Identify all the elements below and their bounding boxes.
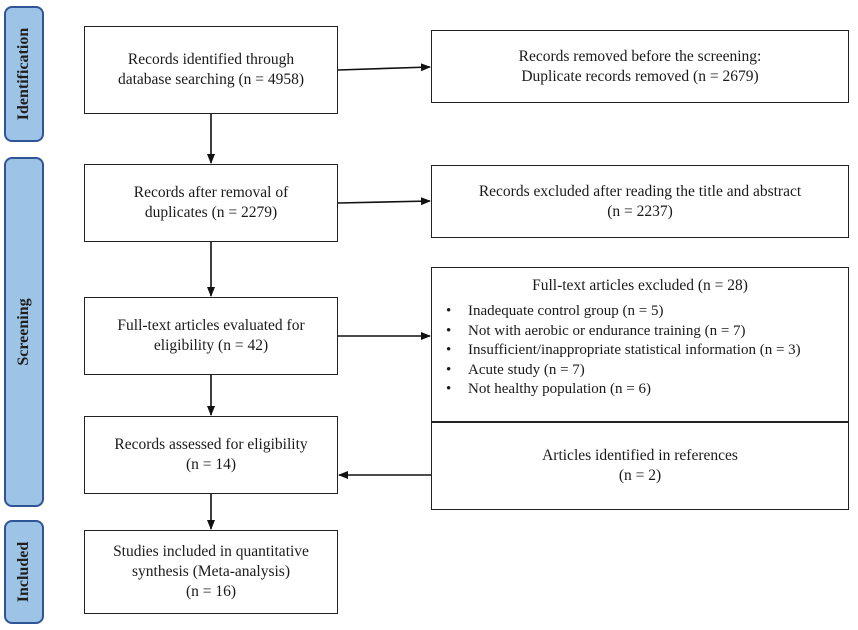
box-records-removed-line1: Records removed before the screening:	[518, 47, 762, 65]
box-articles-references-line2: (n = 2)	[618, 467, 662, 484]
exclusion-reason: Not healthy population (n = 6)	[446, 380, 848, 400]
box-records-removed: Records removed before the screening: Du…	[431, 30, 849, 103]
box-records-removed-line2: Duplicate records removed (n = 2679)	[521, 67, 759, 85]
exclusion-reason: Acute study (n = 7)	[446, 361, 848, 381]
box-records-assessed-line2: (n = 14)	[185, 456, 237, 473]
phase-included: Included	[4, 520, 44, 624]
box-full-text-evaluated-line1: Full-text articles evaluated for	[117, 317, 305, 334]
box-records-after-duplicates-line1: Records after removal of	[133, 184, 289, 201]
box-records-assessed-line1: Records assessed for eligibility	[114, 436, 308, 453]
box-studies-included-line1: Studies included in quantitative	[113, 543, 309, 560]
box-studies-included-line2: synthesis (Meta-analysis)	[132, 563, 290, 580]
phase-screening: Screening	[4, 157, 44, 507]
exclusion-reason: Insufficient/inappropriate statistical i…	[446, 341, 848, 361]
box-records-excluded-title-line1: Records excluded after reading the title…	[478, 182, 802, 200]
box-records-excluded-title-line2: (n = 2237)	[607, 202, 673, 220]
box-studies-included: Studies included in quantitative synthes…	[84, 530, 338, 614]
box-records-assessed: Records assessed for eligibility (n = 14…	[84, 416, 338, 494]
box-full-text-excluded: Full-text articles excluded (n = 28) Ina…	[431, 267, 849, 422]
box-studies-included-line3: (n = 16)	[185, 583, 237, 600]
box-full-text-evaluated: Full-text articles evaluated for eligibi…	[84, 297, 338, 375]
phase-identification: Identification	[4, 6, 44, 142]
box-articles-references: Articles identified in references (n = 2…	[431, 422, 849, 510]
exclusion-reasons-list: Inadequate control group (n = 5) Not wit…	[432, 302, 848, 400]
exclusion-reason: Inadequate control group (n = 5)	[446, 302, 848, 322]
box-records-excluded-title: Records excluded after reading the title…	[431, 165, 849, 238]
arrow-identified-to-removed	[337, 63, 431, 72]
box-articles-references-line1: Articles identified in references	[542, 447, 738, 464]
box-records-identified-line1: Records identified through	[127, 51, 295, 68]
exclusion-reason: Not with aerobic or endurance training (…	[446, 322, 848, 342]
box-records-after-duplicates: Records after removal of duplicates (n =…	[84, 164, 338, 242]
box-records-identified-line2: database searching (n = 4958)	[117, 71, 305, 88]
box-full-text-evaluated-line2: eligibility (n = 42)	[153, 337, 269, 354]
box-records-identified: Records identified through database sear…	[84, 26, 338, 114]
arrow-after-duplicates-to-excluded	[337, 197, 431, 206]
box-records-after-duplicates-line2: duplicates (n = 2279)	[144, 204, 278, 221]
box-full-text-excluded-title: Full-text articles excluded (n = 28)	[532, 277, 748, 294]
